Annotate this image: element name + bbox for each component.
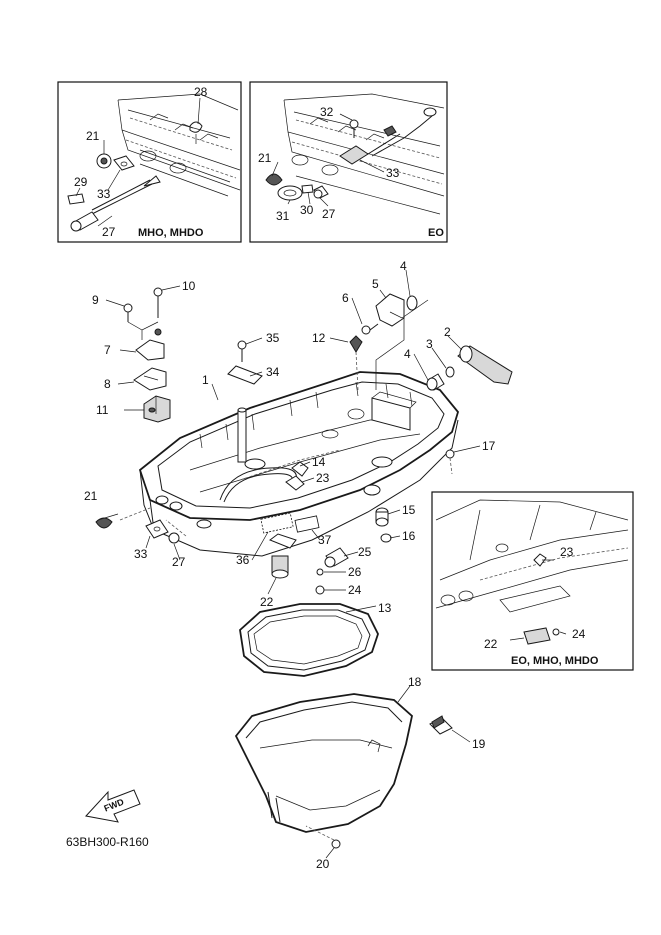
callout-tl-33: 33: [97, 187, 111, 201]
callout-3: 3: [426, 337, 433, 351]
callout-15: 15: [402, 503, 416, 517]
callout-tr-31: 31: [276, 209, 290, 223]
callout-37: 37: [318, 533, 332, 547]
callout-7: 7: [104, 343, 111, 357]
callout-14: 14: [312, 455, 326, 469]
callout-16: 16: [402, 529, 416, 543]
callout-23: 23: [316, 471, 330, 485]
callout-12: 12: [312, 331, 326, 345]
inset-label-eo: EO: [428, 227, 444, 239]
callout-tr-30: 30: [300, 203, 314, 217]
main-leaders: [97, 269, 481, 859]
callout-9: 9: [92, 293, 99, 307]
fwd-arrow-icon: FWD: [85, 789, 141, 823]
callout-tl-21: 21: [86, 129, 100, 143]
callout-25: 25: [358, 545, 372, 559]
inset-top-left: 28 21 29 33 27 MHO, MHDO: [57, 81, 242, 243]
callout-19: 19: [472, 737, 486, 751]
callout-tr-27: 27: [322, 207, 336, 221]
callout-21: 21: [84, 489, 98, 503]
callout-18: 18: [408, 675, 422, 689]
callout-tr-21: 21: [258, 151, 272, 165]
callout-br-22: 22: [484, 637, 498, 651]
callout-27: 27: [172, 555, 186, 569]
callout-tl-27: 27: [102, 225, 116, 239]
gasket-13: [239, 603, 379, 677]
callout-22: 22: [260, 595, 274, 609]
callout-33: 33: [134, 547, 148, 561]
callout-4-lower: 4: [404, 347, 411, 361]
inset-label-mho-mhdo: MHO, MHDO: [138, 227, 204, 239]
drawing-code: 63BH300-R160: [66, 835, 149, 849]
callout-26: 26: [348, 565, 362, 579]
callout-1: 1: [202, 373, 209, 387]
callout-36: 36: [236, 553, 250, 567]
callout-4-upper: 4: [400, 259, 407, 273]
callout-10: 10: [182, 279, 196, 293]
main-callouts: 10 9 7 8 11 1 35 34 12 6 5 4 2 3 4 17 14…: [84, 259, 496, 871]
callout-17: 17: [482, 439, 496, 453]
callout-11: 11: [96, 403, 109, 417]
inset-bottom-right: 23 22 24 EO, MHO, MHDO: [431, 491, 634, 671]
callout-20: 20: [316, 857, 330, 871]
lower-cover-18: [234, 693, 453, 849]
callout-tl-28: 28: [194, 85, 208, 99]
callout-5: 5: [372, 277, 379, 291]
callout-34: 34: [266, 365, 280, 379]
callout-tr-33: 33: [386, 166, 400, 180]
callout-24: 24: [348, 583, 362, 597]
small-parts: [95, 287, 513, 595]
inset-top-right: 32 21 33 30 31 27 EO: [249, 81, 448, 243]
callout-35: 35: [266, 331, 280, 345]
callout-br-24: 24: [572, 627, 586, 641]
callout-br-23: 23: [560, 545, 574, 559]
callout-tl-29: 29: [74, 175, 88, 189]
inset-label-eo-mho-mhdo: EO, MHO, MHDO: [511, 655, 599, 667]
callout-13: 13: [378, 601, 392, 615]
callout-2: 2: [444, 325, 451, 339]
callout-tr-32: 32: [320, 105, 334, 119]
callout-6: 6: [342, 291, 349, 305]
callout-8: 8: [104, 377, 111, 391]
